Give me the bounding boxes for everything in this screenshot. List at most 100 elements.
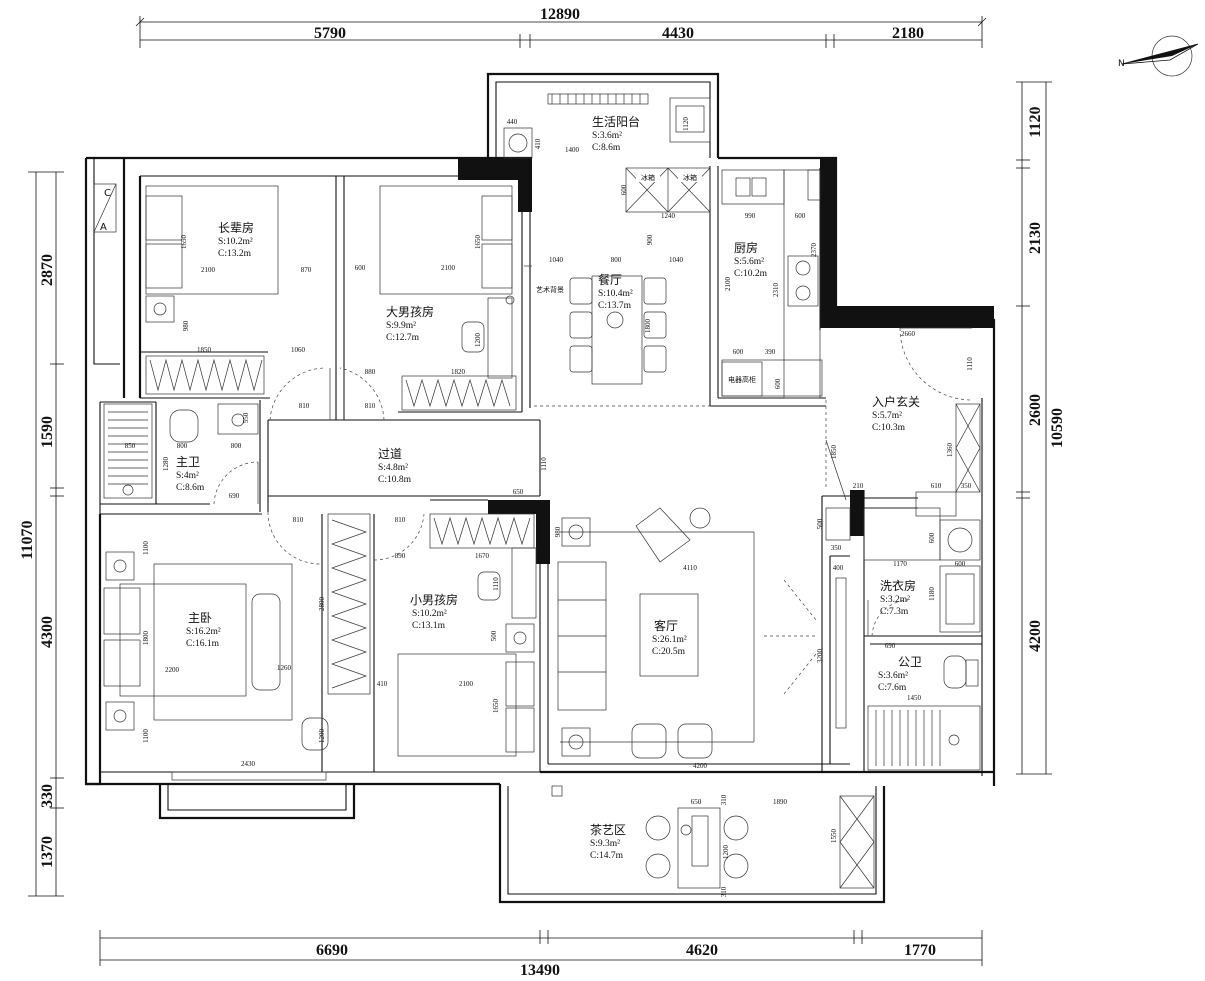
interior-dim-label: 1850 (830, 445, 838, 460)
interior-dim-label: 500 (816, 518, 824, 529)
interior-dim-label: 2310 (772, 283, 780, 298)
interior-dim-label: 1060 (291, 346, 306, 354)
interior-dim-label: 2660 (901, 330, 916, 338)
interior-dim-label: 2200 (165, 666, 180, 674)
dim-bottom-1: 6690 (316, 942, 348, 959)
room-living: 客厅 S:26.1m² C:20.5m (652, 618, 687, 657)
dim-right-1: 1120 (1027, 106, 1044, 137)
interior-dim-label: 1120 (682, 117, 690, 131)
svg-text:C:8.6m: C:8.6m (592, 143, 621, 153)
svg-text:客厅: 客厅 (654, 618, 678, 633)
svg-text:C:20.5m: C:20.5m (652, 647, 686, 657)
interior-dim-label: 800 (231, 442, 242, 450)
svg-text:C:7.6m: C:7.6m (878, 683, 907, 693)
svg-text:C:14.7m: C:14.7m (590, 851, 624, 861)
interior-dim-label: 980 (182, 320, 190, 331)
interior-dim-label: 2100 (724, 277, 732, 292)
interior-dim-label: 1890 (773, 798, 788, 806)
interior-dim-label: 600 (955, 560, 966, 568)
interior-dim-label: 2100 (441, 264, 456, 272)
room-kitchen: 厨房 S:5.6m² C:10.2m (734, 240, 768, 279)
svg-text:厨房: 厨房 (734, 240, 758, 255)
interior-dim-label: 1450 (907, 694, 922, 702)
interior-dim-label: 1240 (661, 212, 676, 220)
interior-dim-label: 2370 (810, 243, 818, 258)
dim-top-total: 12890 (540, 6, 580, 23)
dimension-bottom: 6690 4620 1770 13490 (99, 930, 983, 979)
interior-dim-label: 600 (733, 348, 744, 356)
svg-text:C:10.8m: C:10.8m (378, 475, 412, 485)
art-wall-label: 艺术背景 (536, 285, 564, 294)
fridge-label-2: 冰箱 (683, 173, 697, 182)
interior-dim-label: 810 (299, 402, 310, 410)
interior-dim-label: 2430 (241, 760, 256, 768)
interior-dim-label: 1260 (277, 664, 292, 672)
interior-dim-label: 600 (928, 532, 936, 543)
interior-dim-label: 900 (646, 234, 654, 245)
interior-dim-label: 600 (774, 378, 782, 389)
furniture: 冰箱 冰箱 电器高柜 艺术背景 A C (93, 93, 981, 889)
interior-dim-label: 390 (765, 348, 776, 356)
interior-dim-label: 410 (534, 138, 542, 149)
room-entrance: 入户玄关 S:5.7m² C:10.3m (872, 394, 920, 433)
dim-bottom-3: 1770 (904, 942, 936, 959)
interior-dim-label: 1550 (830, 829, 838, 844)
svg-text:S:16.2m²: S:16.2m² (186, 627, 221, 637)
interior-dim-label: 1400 (565, 146, 580, 154)
svg-text:大男孩房: 大男孩房 (386, 304, 434, 319)
interior-dim-label: 1100 (142, 729, 150, 743)
interior-dim-label: 1650 (492, 699, 500, 714)
interior-dim-label: 1110 (492, 577, 500, 591)
interior-dim-label: 890 (395, 552, 406, 560)
interior-dim-label: 610 (931, 482, 942, 490)
svg-text:过道: 过道 (378, 447, 402, 461)
svg-text:S:3.2m²: S:3.2m² (880, 595, 910, 605)
svg-text:N: N (1118, 59, 1125, 69)
dim-right-4: 4200 (1027, 620, 1044, 652)
dim-right-3: 2600 (1027, 394, 1044, 426)
interior-dim-label: 2100 (201, 266, 216, 274)
north-arrow-icon: N (1118, 35, 1199, 77)
room-small-boy: 小男孩房 S:10.2m² C:13.1m (410, 592, 458, 631)
svg-text:洗衣房: 洗衣房 (880, 578, 916, 593)
interior-dim-label: 1200 (722, 845, 730, 860)
dim-left-total: 11070 (19, 520, 36, 559)
room-labels: 生活阳台 S:3.6m² C:8.6m 长辈房 S:10.2m² C:13.2m… (176, 114, 922, 861)
interior-dim-label: 880 (365, 368, 376, 376)
room-tea: 茶艺区 S:9.3m² C:14.7m (590, 822, 626, 861)
interior-dim-label: 850 (125, 442, 136, 450)
dimension-top: 12890 5790 4430 2180 (135, 6, 987, 48)
dim-right-2: 2130 (1027, 222, 1044, 254)
fridge-label-1: 冰箱 (641, 173, 655, 182)
interior-dim-label: 1040 (549, 256, 564, 264)
room-big-boy: 大男孩房 S:9.9m² C:12.7m (386, 304, 434, 343)
interior-dim-label: 800 (177, 442, 188, 450)
interior-dim-label: 1850 (197, 346, 212, 354)
interior-dim-label: 990 (745, 212, 756, 220)
interior-dim-label: 2800 (318, 597, 326, 612)
interior-dim-label: 1670 (475, 552, 490, 560)
interior-dim-label: 1110 (966, 357, 974, 371)
dim-top-3: 2180 (892, 25, 924, 42)
svg-text:S:3.6m²: S:3.6m² (878, 671, 908, 681)
interior-dim-label: 1110 (540, 457, 548, 471)
interior-dim-label: 980 (554, 526, 562, 537)
dim-top-1: 5790 (314, 25, 346, 42)
svg-text:S:26.1m²: S:26.1m² (652, 635, 687, 645)
interior-dim-label: 4200 (693, 762, 708, 770)
interior-dim-label: 500 (490, 630, 498, 641)
interior-dim-label: 310 (720, 794, 728, 805)
svg-text:S:9.9m²: S:9.9m² (386, 321, 416, 331)
svg-text:C:8.6m: C:8.6m (176, 483, 205, 493)
svg-text:C:13.7m: C:13.7m (598, 301, 632, 311)
room-master-bed: 主卧 S:16.2m² C:16.1m (186, 611, 221, 649)
svg-text:茶艺区: 茶艺区 (590, 822, 626, 837)
interior-dim-label: 350 (961, 482, 972, 490)
interior-dim-label: 1200 (318, 729, 326, 744)
interior-dim-label: 690 (229, 492, 240, 500)
svg-text:公卫: 公卫 (898, 655, 922, 669)
interior-dim-label: 1650 (180, 235, 188, 250)
dim-left-3: 4300 (39, 616, 56, 648)
interior-dim-label: 4110 (683, 564, 697, 572)
ac-label-c: C (104, 188, 111, 199)
